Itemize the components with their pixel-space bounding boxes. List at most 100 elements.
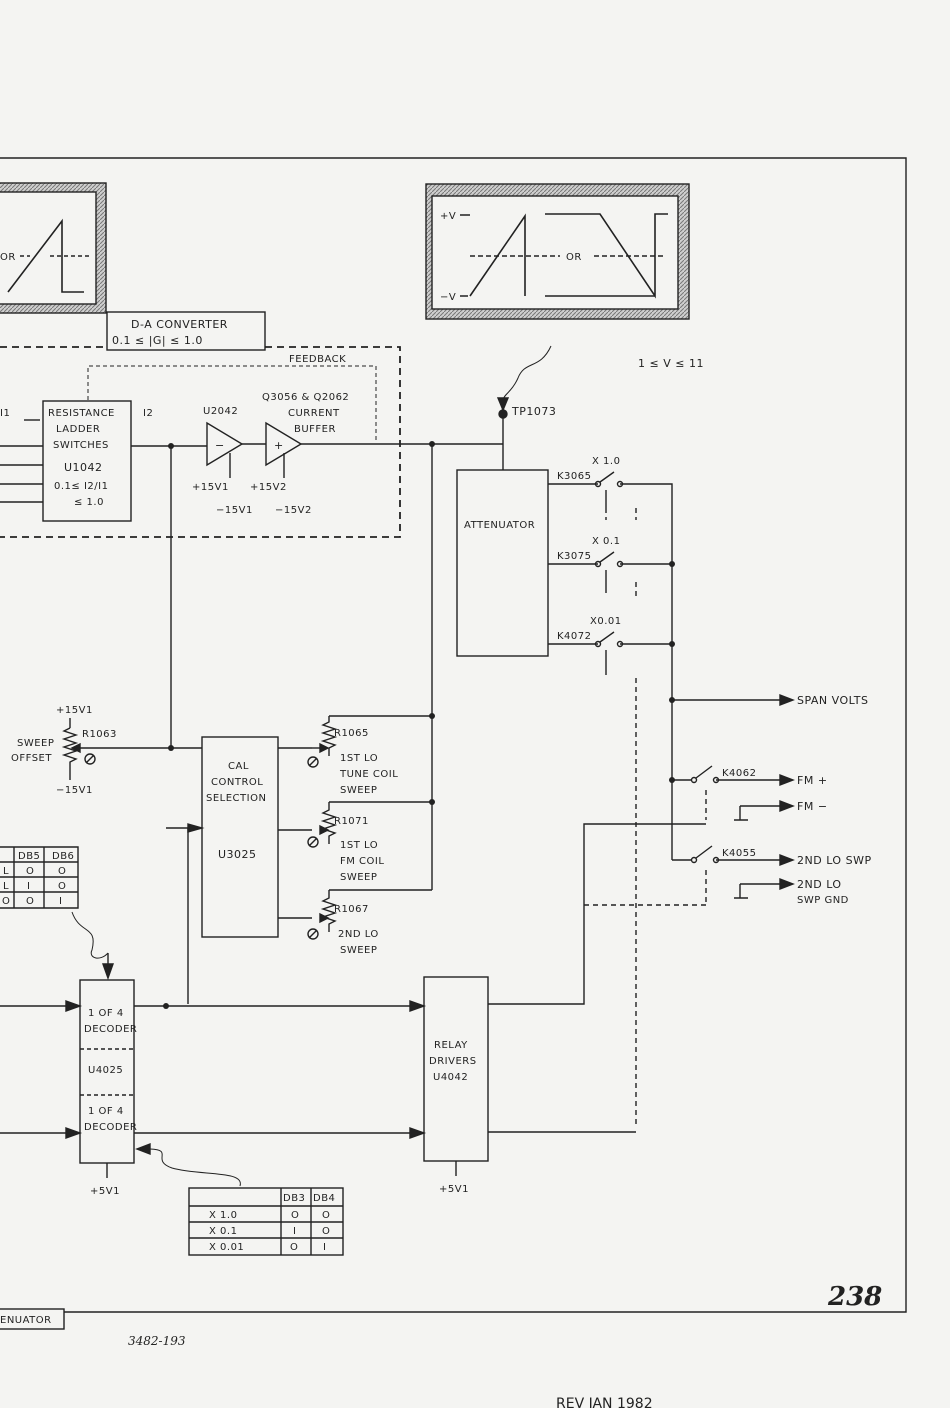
db56-r1-c0: L xyxy=(3,866,9,877)
r1071-line3: SWEEP xyxy=(340,872,377,883)
pot-r1071 xyxy=(307,801,432,848)
relay-drivers-ref: U4042 xyxy=(433,1072,468,1083)
db56-r2-c1: I xyxy=(27,881,30,892)
resistance-ladder-box xyxy=(42,400,132,522)
feedback-path xyxy=(87,365,377,440)
db34-r1-c1: O xyxy=(291,1210,299,1221)
dac-range: 0.1 ≤ |G| ≤ 1.0 xyxy=(112,334,203,347)
r1065-line1: 1ST LO xyxy=(340,753,378,764)
relay-switch-k3075 xyxy=(594,551,672,588)
ladder-ratio: 0.1≤ I2/I1 xyxy=(54,481,108,492)
relay-drivers-line2: DRIVERS xyxy=(429,1056,477,1067)
labels: OR +V −V OR D-A CONVERTER 0.1 ≤ |G| ≤ 1.… xyxy=(0,211,882,1408)
cal-control-box xyxy=(201,736,279,938)
dac-dashed-border xyxy=(0,346,401,538)
buffer-ref: Q3056 & Q2062 xyxy=(262,392,349,403)
db56-r1-c1: O xyxy=(26,866,34,877)
caption-box xyxy=(0,1308,65,1330)
cal-line1: CAL xyxy=(228,761,249,772)
scope-minus-v: −V xyxy=(440,292,456,303)
ladder-line1: RESISTANCE xyxy=(48,408,115,419)
fm-plus-label: FM + xyxy=(797,774,828,787)
i1-label: I1 xyxy=(0,408,10,419)
fm-minus-label: FM − xyxy=(797,800,828,813)
pot-r1065 xyxy=(307,715,432,768)
voltage-range: 1 ≤ V ≤ 11 xyxy=(638,357,704,370)
relay-switch-k4072 xyxy=(594,631,672,670)
relay-drivers-line1: RELAY xyxy=(434,1040,468,1051)
left-scope-display xyxy=(0,182,107,314)
attenuator-label: ATTENUATOR xyxy=(464,520,535,531)
ladder-ref: U1042 xyxy=(64,461,103,474)
sweep-line2: OFFSET xyxy=(11,753,52,764)
tp-label: TP1073 xyxy=(511,405,556,418)
lo2-gnd-label-1: 2ND LO xyxy=(797,878,842,891)
decoder-bot2: DECODER xyxy=(84,1122,137,1133)
page-frame xyxy=(0,157,907,1313)
db34-r3-c0: X 0.01 xyxy=(209,1242,244,1253)
db34-r1-c0: X 1.0 xyxy=(209,1210,237,1221)
sweep-line1: SWEEP xyxy=(17,738,54,749)
sweep-neg: −15V1 xyxy=(56,785,93,796)
db56-header-2: DB6 xyxy=(52,851,74,862)
relay-switch-k3065 xyxy=(594,471,673,860)
amp-neg: −15V1 xyxy=(216,505,253,516)
caption: ENUATOR xyxy=(0,1315,52,1326)
relay-k3075-gain: X 0.1 xyxy=(592,536,620,547)
span-volts-label: SPAN VOLTS xyxy=(797,694,868,707)
db56-r3-c2: I xyxy=(59,896,62,907)
decoder-bot1: 1 OF 4 xyxy=(88,1106,124,1117)
decoder-supply: +5V1 xyxy=(90,1186,120,1197)
r1065-line3: SWEEP xyxy=(340,785,377,796)
relay-k4072-ref: K4072 xyxy=(557,631,592,642)
db56-r3-c0: O xyxy=(2,896,10,907)
dac-title: D-A CONVERTER xyxy=(131,318,228,331)
db56-header-1: DB5 xyxy=(18,851,40,862)
buffer-plus-sign: + xyxy=(274,439,284,452)
decoder-ref: U4025 xyxy=(88,1065,123,1076)
relay-k3075-ref: K3075 xyxy=(557,551,592,562)
k4055-label: K4055 xyxy=(722,848,757,859)
pot-r1067 xyxy=(307,889,432,940)
r1071-ref: R1071 xyxy=(334,816,369,827)
db56-r2-c0: L xyxy=(3,881,9,892)
amp-u2042 xyxy=(206,421,244,467)
r1065-ref: R1065 xyxy=(334,728,369,739)
db34-r3-c2: I xyxy=(323,1242,326,1253)
revision: REV JAN 1982 xyxy=(556,1396,653,1408)
k4062-label: K4062 xyxy=(722,768,757,779)
db56-r2-c2: O xyxy=(58,881,66,892)
attenuator-box xyxy=(456,469,549,657)
db56-truth-table xyxy=(0,846,79,909)
db34-r2-c1: I xyxy=(293,1226,296,1237)
cal-line3: SELECTION xyxy=(206,793,266,804)
amp-pos: +15V1 xyxy=(192,482,229,493)
dac-title-box xyxy=(106,311,266,351)
i2-label: I2 xyxy=(143,408,153,419)
relay-drivers-box xyxy=(423,976,489,1162)
buffer-line1: CURRENT xyxy=(288,408,340,419)
sweep-ref: R1063 xyxy=(82,729,117,740)
cal-line2: CONTROL xyxy=(211,777,263,788)
db34-header-1: DB3 xyxy=(283,1193,305,1204)
r1071-line2: FM COIL xyxy=(340,856,384,867)
amp-minus-sign: − xyxy=(215,439,225,452)
cal-ref: U3025 xyxy=(218,848,257,861)
right-scope-display xyxy=(425,183,690,320)
feedback-label: FEEDBACK xyxy=(289,354,346,365)
r1067-ref: R1067 xyxy=(334,904,369,915)
amp-ref: U2042 xyxy=(203,406,238,417)
buffer-line2: BUFFER xyxy=(294,424,336,435)
left-scope-or: OR xyxy=(0,252,16,263)
relay-k3065-gain: X 1.0 xyxy=(592,456,620,467)
relay-k3065-ref: K3065 xyxy=(557,471,592,482)
db34-r1-c2: O xyxy=(322,1210,330,1221)
decoder-top1: 1 OF 4 xyxy=(88,1008,124,1019)
scope-or: OR xyxy=(566,252,582,263)
r1067-line2: SWEEP xyxy=(340,945,377,956)
db34-truth-table xyxy=(188,1187,344,1256)
ladder-line3: SWITCHES xyxy=(53,440,109,451)
relay-drivers-supply: +5V1 xyxy=(439,1184,469,1195)
r1071-line1: 1ST LO xyxy=(340,840,378,851)
lo2-swp-label: 2ND LO SWP xyxy=(797,854,872,867)
